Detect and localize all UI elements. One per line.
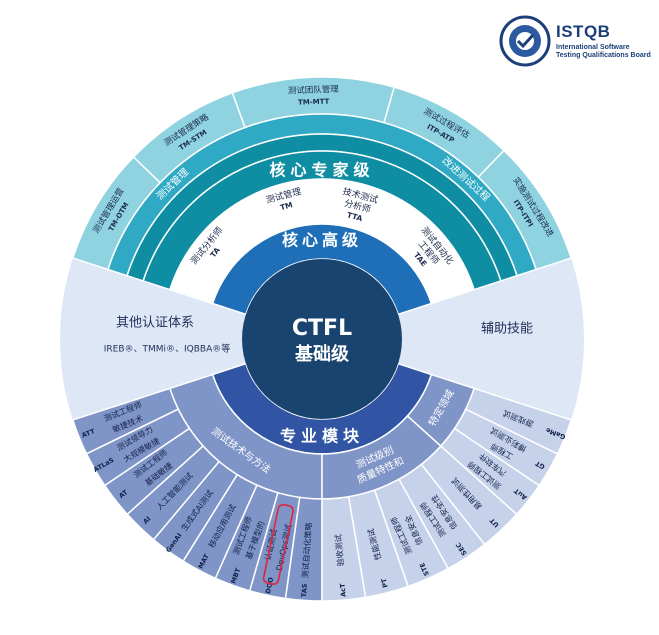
specialist-item-label: 测试自动化策略 [300, 522, 314, 579]
highlight-frame [262, 503, 294, 585]
advanced-label: TM [279, 200, 293, 212]
specialist-item-abbr: DOO [264, 576, 275, 594]
logo-brand: ISTQB [556, 22, 611, 41]
specialist-item-abbr: AcT [338, 583, 347, 598]
specialist-item-abbr: AI [141, 515, 152, 526]
specialist-item-abbr: PT [380, 577, 390, 588]
logo-subtitle-line2: Testing Qualifications Board [556, 52, 651, 59]
ctfl-center-title: CTFL [292, 316, 352, 341]
logo-subtitle-line1: International Software [556, 44, 630, 51]
expert-outer-code: TM-MTT [298, 98, 330, 107]
expert-outer-label: 测试团队管理 [288, 84, 340, 97]
specialist-item-abbr: TAS [300, 583, 309, 597]
advanced-band [211, 223, 433, 316]
istqb-logo: ISTQB International Software Testing Qua… [498, 14, 651, 68]
core-advanced-title: 核心高级 [282, 231, 362, 250]
other-cert-title: 其他认证体系 [116, 316, 194, 331]
specialist-title: 专业模块 [280, 427, 364, 446]
logo-subtitle: International Software Testing Qualifica… [556, 44, 651, 60]
other-cert-subtitle: IREB®、TMMi®、IQBBA®等 [104, 343, 231, 355]
ctfl-center-circle [242, 259, 402, 419]
istqb-seal-icon [499, 15, 551, 67]
support-skills-title: 辅助技能 [481, 322, 533, 337]
core-expert-title: 核心专家级 [269, 161, 374, 180]
specialist-item-label: 验收测试 [333, 534, 346, 567]
advanced-label: TTA [346, 210, 364, 223]
specialist-item-segment [464, 387, 573, 455]
ctfl-center-subtitle: 基础级 [294, 343, 350, 365]
